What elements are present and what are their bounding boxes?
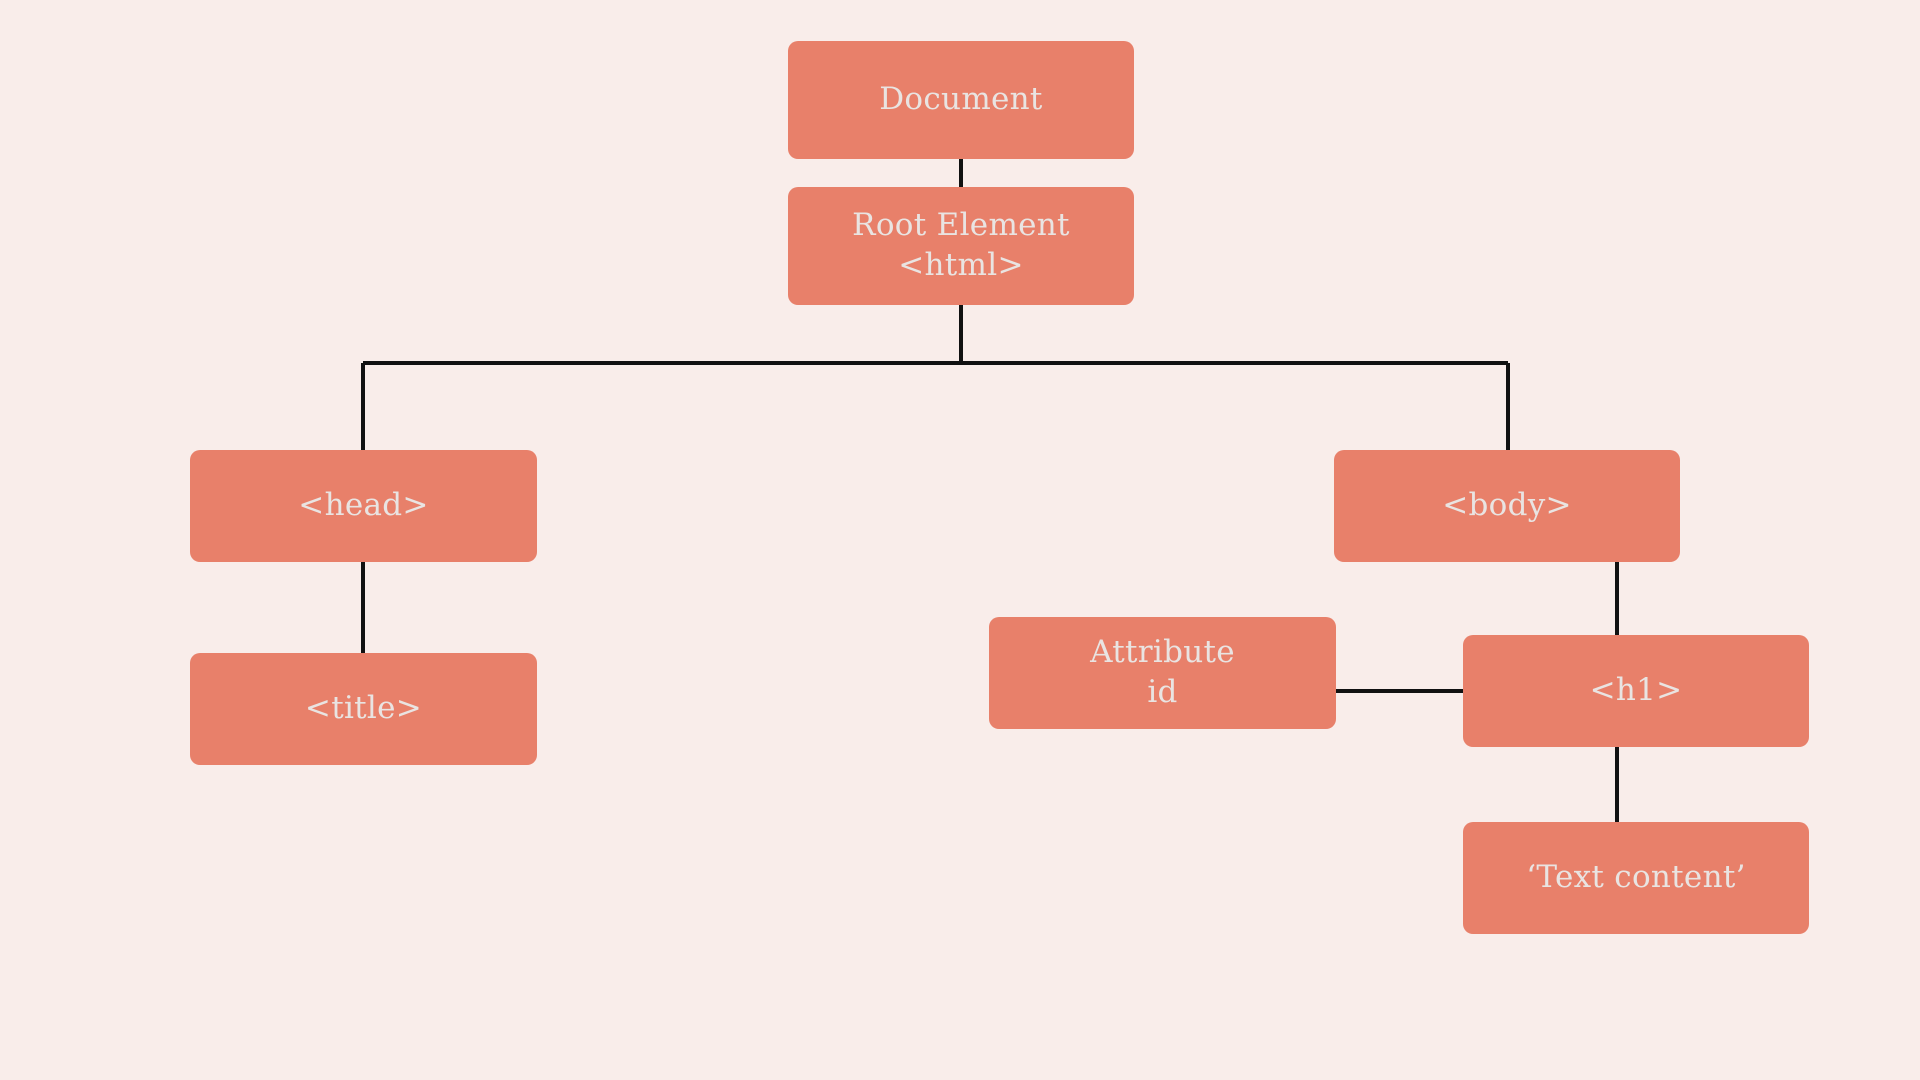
node-head[interactable]: <head>: [190, 450, 537, 562]
node-h1[interactable]: <h1>: [1463, 635, 1809, 747]
node-title[interactable]: <title>: [190, 653, 537, 765]
node-body[interactable]: <body>: [1334, 450, 1680, 562]
node-root-element-label: Root Element <html>: [852, 207, 1070, 283]
node-head-label: <head>: [298, 487, 429, 524]
node-attribute-id-label: Attribute id: [1090, 634, 1235, 710]
node-title-label: <title>: [304, 690, 423, 727]
node-h1-label: <h1>: [1589, 672, 1683, 709]
node-text-content-label: ‘Text content’: [1526, 859, 1746, 896]
node-root-element[interactable]: Root Element <html>: [788, 187, 1134, 305]
node-attribute-id[interactable]: Attribute id: [989, 617, 1336, 729]
node-document-label: Document: [879, 81, 1043, 118]
node-body-label: <body>: [1442, 487, 1572, 524]
node-document[interactable]: Document: [788, 41, 1134, 159]
node-text-content[interactable]: ‘Text content’: [1463, 822, 1809, 934]
